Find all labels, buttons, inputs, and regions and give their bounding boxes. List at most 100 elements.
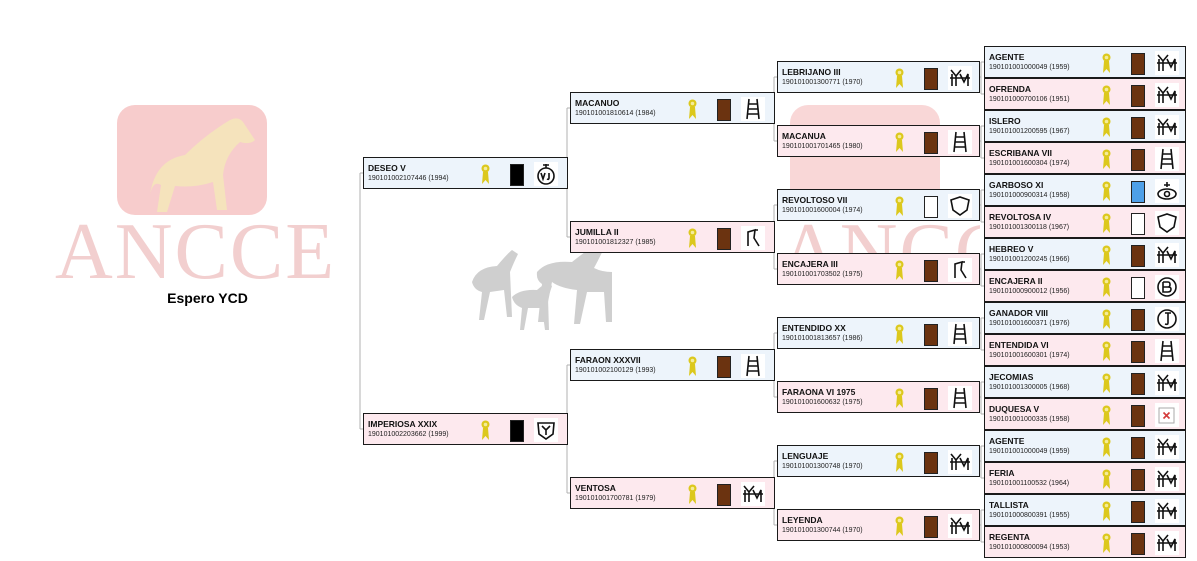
coat-color-swatch <box>1131 501 1145 523</box>
sire-card[interactable]: FARAON XXXVII 190101002100129 (1993) <box>570 349 775 381</box>
horse-name[interactable]: LEBRIJANO III <box>782 67 841 77</box>
horse-name[interactable]: TALLISTA <box>989 500 1029 510</box>
subject-name: Espero YCD <box>167 290 248 306</box>
horse-name[interactable]: REVOLTOSA IV <box>989 212 1052 222</box>
horse-name[interactable]: FERIA <box>989 468 1015 478</box>
horse-registration: 190101001300771 (1970) <box>782 79 863 86</box>
horse-name[interactable]: ENTENDIDA VI <box>989 340 1049 350</box>
coat-color-swatch <box>1131 373 1145 395</box>
horse-name[interactable]: GANADOR VIII <box>989 308 1049 318</box>
horse-name[interactable]: ISLERO <box>989 116 1021 126</box>
horse-registration: 190101001200245 (1966) <box>989 256 1070 263</box>
horse-name[interactable]: REGENTA <box>989 532 1030 542</box>
sire-card[interactable]: GARBOSO XI 190101000900314 (1958) <box>984 174 1186 206</box>
medal-icon <box>481 420 490 441</box>
coat-color-swatch <box>924 260 938 282</box>
horse-registration: 190101001812327 (1985) <box>575 239 656 246</box>
horse-name[interactable]: MACANUA <box>782 131 826 141</box>
horse-name[interactable]: ESCRIBANA VII <box>989 148 1052 158</box>
ym-brand-icon <box>1155 467 1179 491</box>
sire-card[interactable]: REVOLTOSO VII 190101001600004 (1974) <box>777 189 980 221</box>
coat-color-swatch <box>510 420 524 442</box>
horse-name[interactable]: FARAON XXXVII <box>575 355 641 365</box>
horse-name[interactable]: ENCAJERA II <box>989 276 1043 286</box>
medal-icon <box>1102 405 1111 426</box>
medal-icon <box>688 228 697 249</box>
horse-name[interactable]: AGENTE <box>989 436 1025 446</box>
hook-brand-icon <box>948 258 972 282</box>
horse-registration: 190101001600004 (1974) <box>782 207 863 214</box>
horse-name[interactable]: HEBREO V <box>989 244 1034 254</box>
coat-color-swatch <box>1131 405 1145 427</box>
medal-icon <box>1102 53 1111 74</box>
horse-name[interactable]: DESEO V <box>368 163 406 173</box>
horse-name[interactable]: LENGUAJE <box>782 451 829 461</box>
horse-registration: 190101001300118 (1967) <box>989 224 1070 231</box>
horse-name[interactable]: VENTOSA <box>575 483 616 493</box>
hook-brand-icon <box>741 226 765 250</box>
medal-icon <box>1102 245 1111 266</box>
horse-registration: 190101000900314 (1958) <box>989 192 1070 199</box>
medal-icon <box>1102 533 1111 554</box>
horse-name[interactable]: REVOLTOSO VII <box>782 195 848 205</box>
circle-j-brand-icon <box>1155 307 1179 331</box>
medal-icon <box>1102 149 1111 170</box>
horse-name[interactable]: AGENTE <box>989 52 1025 62</box>
watermark-text: ANCCE <box>55 208 337 296</box>
ym-brand-icon <box>1155 499 1179 523</box>
dam-card[interactable]: REVOLTOSA IV 190101001300118 (1967) <box>984 206 1186 238</box>
shield-brand-icon <box>948 194 972 218</box>
dam-card[interactable]: JUMILLA II 190101001812327 (1985) <box>570 221 775 253</box>
coat-color-swatch <box>1131 85 1145 107</box>
horse-registration: 190101001000049 (1959) <box>989 64 1070 71</box>
coat-color-swatch <box>717 484 731 506</box>
crown-o-brand-icon <box>1155 179 1179 203</box>
horse-name[interactable]: JECOMIAS <box>989 372 1034 382</box>
horse-name[interactable]: MACANUO <box>575 98 620 108</box>
coat-color-swatch <box>924 196 938 218</box>
broken-image-icon <box>1155 403 1179 427</box>
horse-name[interactable]: FARAONA VI 1975 <box>782 387 856 397</box>
horse-name[interactable]: JUMILLA II <box>575 227 619 237</box>
sire-card[interactable]: AGENTE 190101001000049 (1959) <box>984 46 1186 78</box>
ladder-brand-icon <box>1155 339 1179 363</box>
horse-name[interactable]: OFRENDA <box>989 84 1032 94</box>
horse-name[interactable]: ENTENDIDO XX <box>782 323 846 333</box>
horse-name[interactable]: DUQUESA V <box>989 404 1040 414</box>
medal-icon <box>481 164 490 185</box>
horse-name[interactable]: GARBOSO XI <box>989 180 1044 190</box>
dam-card[interactable]: LEYENDA 190101001300744 (1970) <box>777 509 980 541</box>
horse-name[interactable]: ENCAJERA III <box>782 259 838 269</box>
horse-name[interactable]: IMPERIOSA XXIX <box>368 419 438 429</box>
horse-registration: 190101001300744 (1970) <box>782 527 863 534</box>
medal-icon <box>1102 277 1111 298</box>
sire-card[interactable]: HEBREO V 190101001200245 (1966) <box>984 238 1186 270</box>
horses-icon <box>472 244 612 330</box>
horse-name[interactable]: LEYENDA <box>782 515 823 525</box>
medal-icon <box>688 356 697 377</box>
ym-brand-icon <box>1155 435 1179 459</box>
horse-registration: 190101002100129 (1993) <box>575 367 656 374</box>
sire-card[interactable]: LEBRIJANO III 190101001300771 (1970) <box>777 61 980 93</box>
